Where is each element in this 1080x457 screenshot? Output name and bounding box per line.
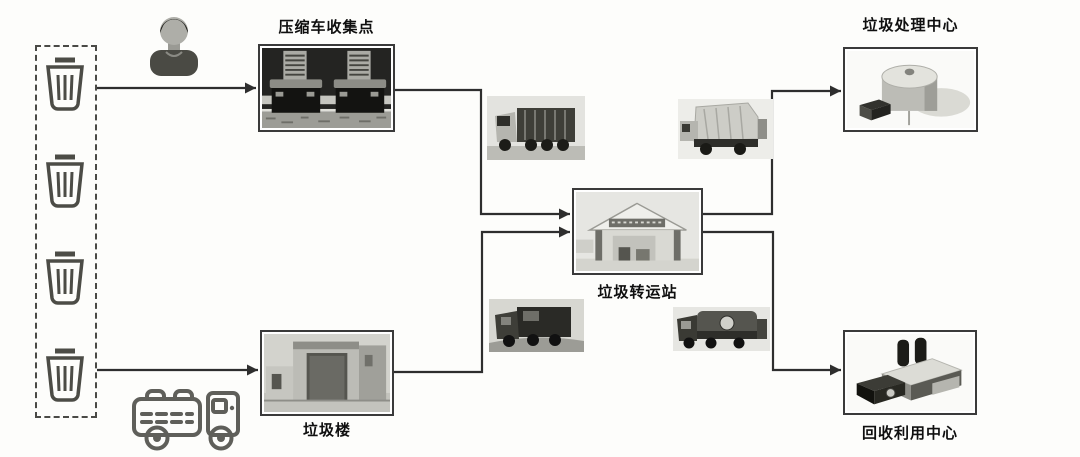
treatment-tank-photo [847,51,974,128]
node-transfer-station [572,188,703,275]
garbage-building-label: 垃圾楼 [302,421,351,439]
garbage-truck-outline-icon [130,383,246,451]
trash-bin-icon [42,56,88,114]
trash-bin-icon [42,250,88,308]
recycling-factory-photo [847,334,973,411]
trash-bin-icon [42,347,88,405]
garbage-truck-photo-bottom-right [673,307,770,351]
worker-icon [146,10,202,76]
garbage-truck-photo-top-right [678,99,773,159]
garbage-truck-photo-bottom-left [489,299,584,352]
trash-bins-group [35,45,97,418]
garbage-building-photo [264,334,390,412]
processing-center-label: 垃圾处理中心 [862,16,959,34]
node-processing-center [843,47,978,132]
node-recycling-center [843,330,977,415]
trash-bin-icon [42,153,88,211]
compression-containers-photo [262,48,391,128]
transfer-station-photo [576,192,699,271]
transfer-station-label: 垃圾转运站 [597,283,678,301]
node-compression-point [258,44,395,132]
recycling-center-label: 回收利用中心 [861,424,958,442]
node-garbage-building [260,330,394,416]
compression-point-label: 压缩车收集点 [278,18,375,36]
garbage-truck-photo-top-left [487,96,585,160]
